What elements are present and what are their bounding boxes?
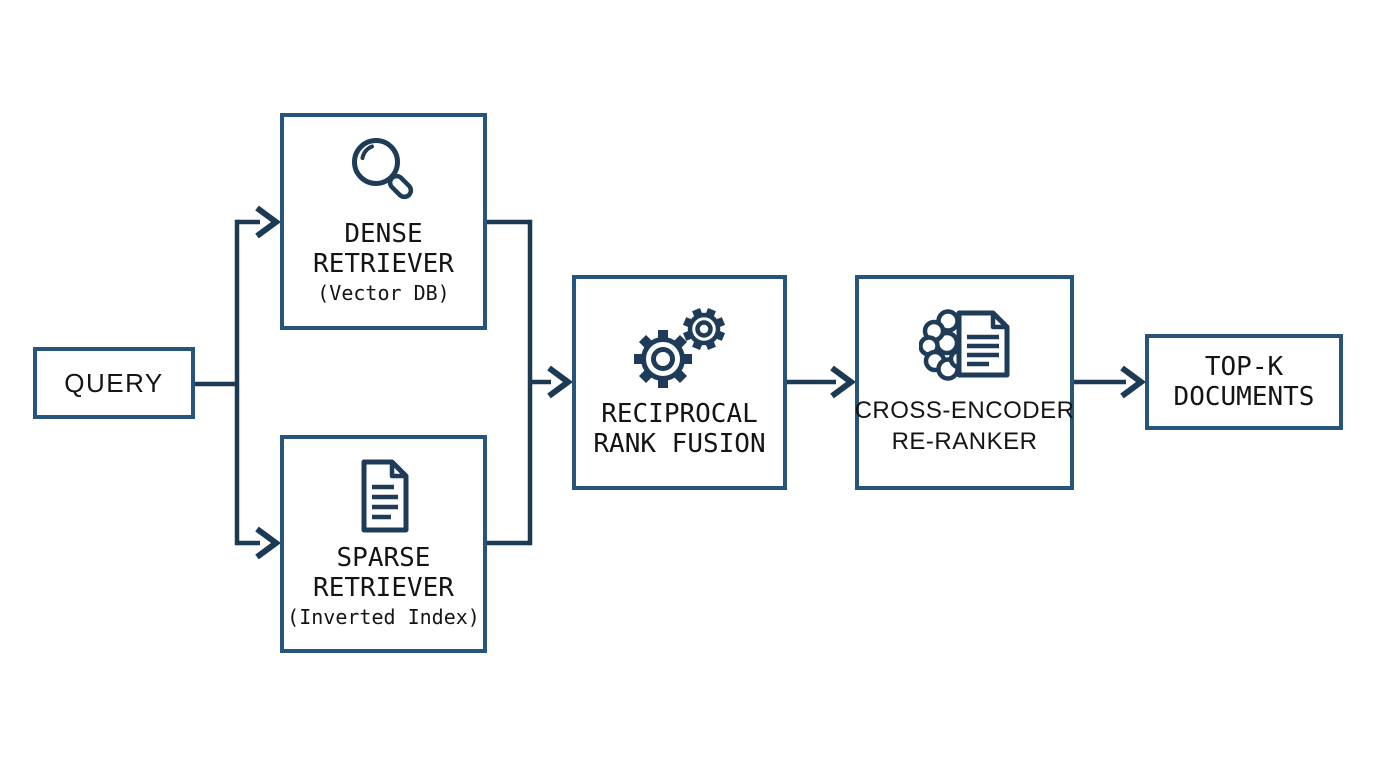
fusion-title-line1: RECIPROCAL — [601, 398, 758, 429]
dense-title-line2: RETRIEVER — [313, 249, 454, 279]
gears-icon — [633, 307, 725, 388]
sparse-title-line1: SPARSE — [336, 542, 431, 573]
arrowhead-reranker — [830, 365, 857, 399]
sparse-subtitle: (Inverted Index) — [287, 604, 480, 629]
node-dense-retriever: DENSE RETRIEVER (Vector DB) — [280, 113, 487, 330]
arrowhead-fusion — [547, 365, 574, 399]
dense-title-line1: DENSE — [344, 219, 423, 249]
arrowhead-topk — [1120, 365, 1147, 399]
dense-subtitle: (Vector DB) — [317, 281, 450, 305]
topk-title-line1: TOP-K — [1204, 352, 1284, 382]
brain-document-icon — [918, 308, 1009, 381]
fusion-title-line2: RANK FUSION — [593, 428, 766, 459]
reranker-title-line2: RE-RANKER — [891, 427, 1038, 455]
node-reranker: CROSS-ENCODER RE-RANKER — [855, 275, 1074, 490]
sparse-title-line2: RETRIEVER — [313, 572, 454, 603]
arrowhead-dense — [255, 205, 282, 239]
reranker-title-line1: CROSS-ENCODER — [854, 396, 1075, 424]
node-sparse-retriever: SPARSE RETRIEVER (Inverted Index) — [280, 435, 487, 653]
arrowhead-sparse — [255, 526, 282, 560]
magnifier-icon — [351, 138, 413, 200]
node-query: QUERY — [33, 347, 195, 419]
node-topk-documents: TOP-K DOCUMENTS — [1145, 334, 1343, 430]
document-icon — [361, 459, 408, 532]
node-rank-fusion: RECIPROCAL RANK FUSION — [572, 275, 787, 490]
query-label: QUERY — [64, 368, 164, 398]
topk-title-line2: DOCUMENTS — [1173, 382, 1315, 412]
